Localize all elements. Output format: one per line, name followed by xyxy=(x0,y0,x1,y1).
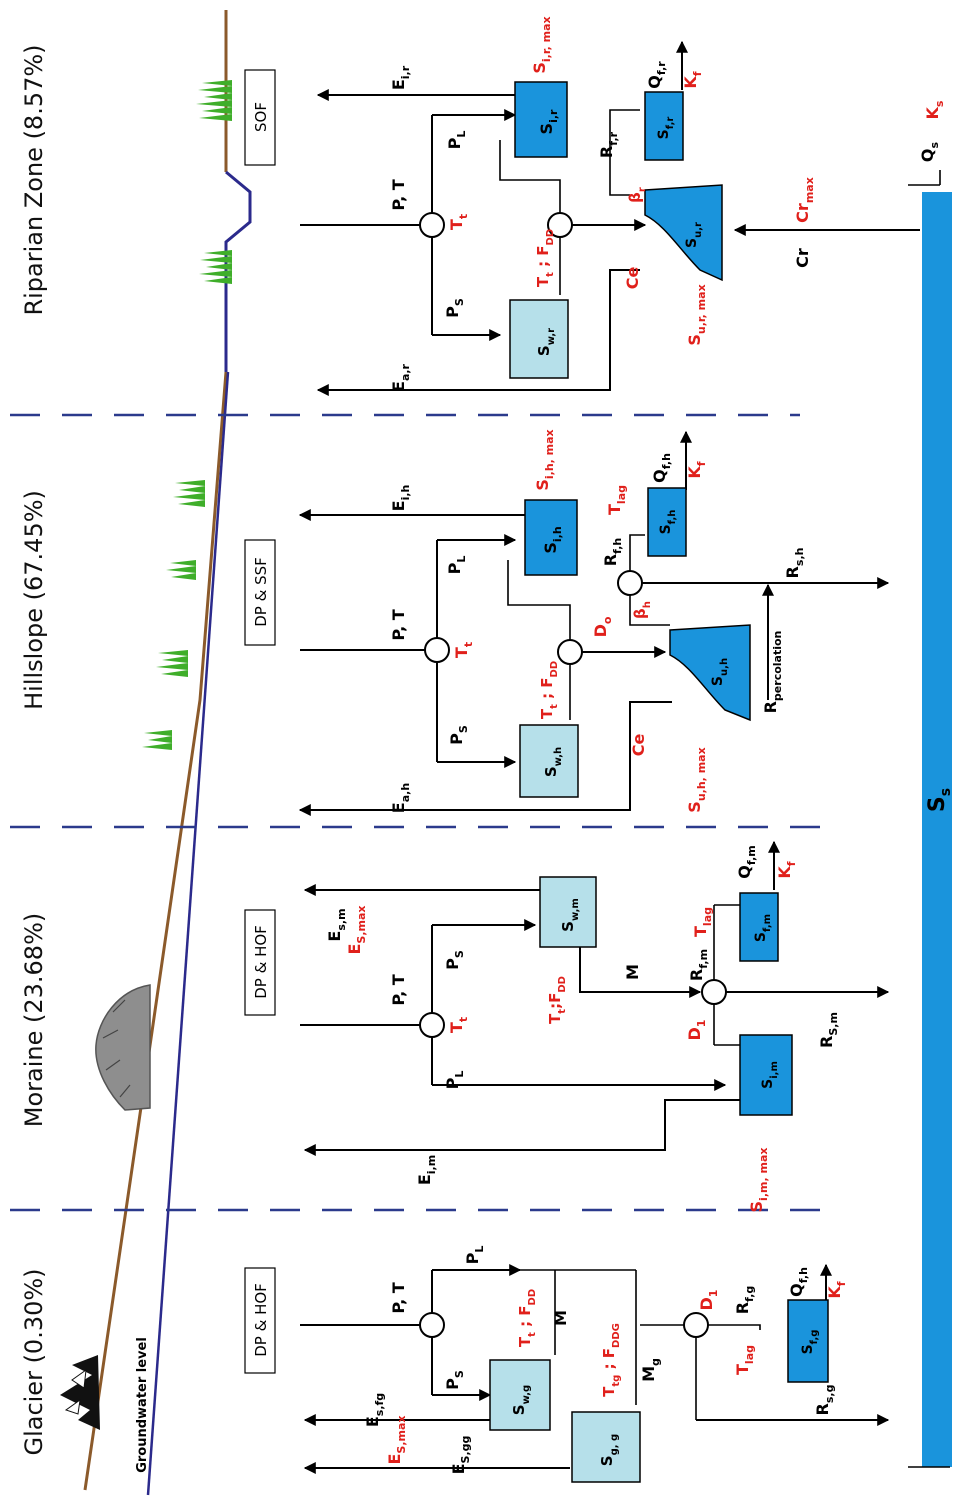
svg-text:Kf: Kf xyxy=(681,71,704,88)
svg-text:Ei,h: Ei,h xyxy=(389,485,412,512)
hillslope-labels: Ei,h Si,h, max Si,h PL P, T Tt PS Tt ; F… xyxy=(389,429,806,813)
svg-text:PS: PS xyxy=(443,298,466,318)
zone-title-hillslope: Hillslope (67.45%) xyxy=(20,490,48,710)
store-sw-g xyxy=(490,1360,550,1430)
svg-text:Ce: Ce xyxy=(623,267,642,290)
svg-text:P, T: P, T xyxy=(389,609,408,640)
svg-text:Tt: Tt xyxy=(447,214,470,230)
svg-text:Rs,h: Rs,h xyxy=(783,548,806,579)
svg-text:Qf,h: Qf,h xyxy=(650,453,673,483)
svg-text:Tlag: Tlag xyxy=(605,485,628,515)
svg-text:Ttg ; FDDG: Ttg ; FDDG xyxy=(600,1323,622,1397)
svg-text:Rf,r: Rf,r xyxy=(597,131,620,158)
svg-text:PL: PL xyxy=(463,1246,486,1265)
riparian-flows xyxy=(300,42,920,390)
svg-text:Tlag: Tlag xyxy=(691,907,714,937)
svg-text:Tt;FDD: Tt;FDD xyxy=(546,976,568,1024)
svg-text:Rpercolation: Rpercolation xyxy=(761,631,784,714)
svg-text:Su,r, max: Su,r, max xyxy=(685,284,708,345)
svg-text:Qf,r: Qf,r xyxy=(645,61,668,89)
svg-text:Kf: Kf xyxy=(775,861,798,878)
process-box-moraine: DP & HOF xyxy=(245,910,275,1015)
svg-text:P, T: P, T xyxy=(389,974,408,1005)
svg-text:Ei,m: Ei,m xyxy=(415,1155,438,1185)
groundwater-store-ss: Ss xyxy=(908,170,954,1467)
svg-text:Si,h, max: Si,h, max xyxy=(533,429,556,490)
svg-text:Si,r, max: Si,r, max xyxy=(530,16,553,73)
svg-text:PS: PS xyxy=(443,950,466,970)
zone-title-glacier: Glacier (0.30%) xyxy=(20,1268,48,1455)
svg-text:Tt ; FDD: Tt ; FDD xyxy=(534,229,556,287)
svg-text:P, T: P, T xyxy=(389,179,408,210)
svg-text:Tt: Tt xyxy=(447,1017,470,1033)
store-si-m xyxy=(740,1035,792,1115)
svg-text:M: M xyxy=(551,1310,570,1326)
svg-text:Crmax: Crmax xyxy=(793,177,816,223)
svg-text:βh: βh xyxy=(631,601,653,619)
svg-text:Mg: Mg xyxy=(639,1358,662,1382)
svg-text:PS: PS xyxy=(447,725,470,745)
svg-text:Rf,m: Rf,m xyxy=(687,949,710,981)
svg-text:DP & HOF: DP & HOF xyxy=(252,925,270,999)
svg-text:Rs,g: Rs,g xyxy=(813,1385,836,1416)
svg-text:DP & HOF: DP & HOF xyxy=(252,1283,270,1357)
svg-text:Qf,h: Qf,h xyxy=(787,1267,810,1297)
svg-text:Kf: Kf xyxy=(685,461,708,478)
store-su-h xyxy=(670,625,750,720)
svg-text:PS: PS xyxy=(443,1370,466,1390)
svg-text:Rf,g: Rf,g xyxy=(733,1286,756,1315)
svg-text:P, T: P, T xyxy=(389,1282,408,1313)
svg-text:M: M xyxy=(623,964,642,980)
terrain-slope-line xyxy=(85,372,226,1490)
svg-text:Ei,r: Ei,r xyxy=(389,65,412,90)
process-box-glacier: DP & HOF xyxy=(245,1268,275,1373)
svg-text:D1: D1 xyxy=(697,1290,720,1311)
svg-text:PL: PL xyxy=(443,1071,466,1090)
svg-text:ES,max: ES,max xyxy=(385,1415,408,1464)
svg-text:PL: PL xyxy=(445,131,468,150)
svg-text:RS,m: RS,m xyxy=(817,1012,840,1048)
svg-text:Tt ; FDD: Tt ; FDD xyxy=(538,661,560,719)
svg-text:D1: D1 xyxy=(685,1020,708,1041)
svg-text:Tt: Tt xyxy=(452,642,475,658)
svg-text:Es,m: Es,m xyxy=(325,908,348,941)
svg-text:Ea,h: Ea,h xyxy=(389,783,412,813)
groundwater-level-line xyxy=(148,372,228,1495)
svg-text:Es,fg: Es,fg xyxy=(363,1393,386,1427)
store-sf-g xyxy=(788,1300,828,1382)
svg-text:Tlag: Tlag xyxy=(733,1345,756,1375)
svg-text:Tt ; FDD: Tt ; FDD xyxy=(516,1289,538,1347)
store-sf-r xyxy=(645,92,683,160)
svg-text:Kf: Kf xyxy=(825,1281,848,1298)
svg-text:Rf,h: Rf,h xyxy=(601,538,624,567)
store-su-r xyxy=(645,185,722,280)
store-sg-g xyxy=(572,1412,640,1482)
svg-text:Do: Do xyxy=(591,616,614,637)
svg-text:Ea,r: Ea,r xyxy=(389,363,412,392)
store-sw-m xyxy=(540,877,596,947)
glacier-mountain-icon xyxy=(60,1355,100,1430)
qs-label: Qs xyxy=(918,141,941,162)
svg-text:Qf,m: Qf,m xyxy=(735,845,758,878)
store-sw-h xyxy=(520,725,578,797)
process-box-riparian: SOF xyxy=(245,70,275,165)
svg-text:ES,max: ES,max xyxy=(345,905,368,954)
process-box-hillslope: DP & SSF xyxy=(245,540,275,645)
svg-text:Su,h, max: Su,h, max xyxy=(685,747,708,812)
svg-text:PL: PL xyxy=(445,556,468,575)
svg-text:DP & SSF: DP & SSF xyxy=(252,557,270,627)
store-sw-r xyxy=(510,300,568,378)
groundwater-label: Groundwater level xyxy=(135,1337,150,1473)
svg-text:Si,m, max: Si,m, max xyxy=(747,1148,770,1213)
svg-text:SOF: SOF xyxy=(252,102,270,132)
svg-text:Ce: Ce xyxy=(629,734,648,757)
zone-title-moraine: Moraine (23.68%) xyxy=(20,913,48,1127)
zone-title-riparian: Riparian Zone (8.57%) xyxy=(20,44,48,315)
svg-text:Cr: Cr xyxy=(793,248,812,268)
moraine-rocks-icon xyxy=(96,985,150,1110)
ks-label: Ks xyxy=(923,100,946,119)
